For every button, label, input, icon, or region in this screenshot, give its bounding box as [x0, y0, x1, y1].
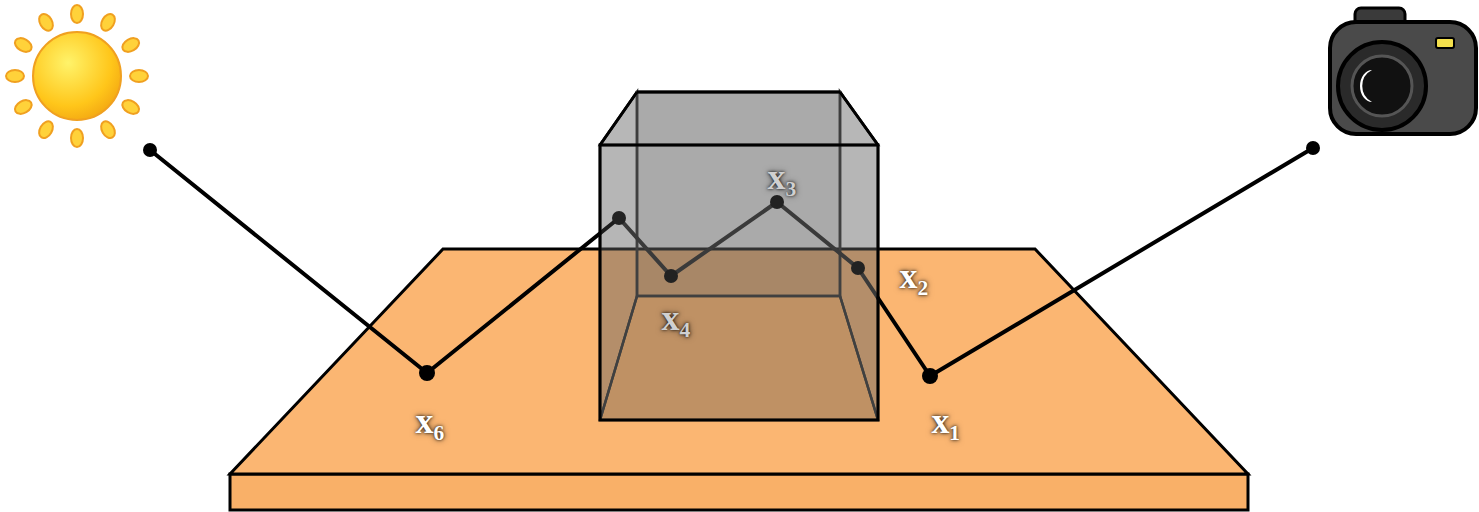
cube-edge — [840, 92, 878, 145]
vertex-dot — [143, 143, 157, 157]
vertex-dot — [922, 368, 938, 384]
camera-flash — [1436, 38, 1454, 48]
lens-glint — [1360, 70, 1372, 102]
cube-front-face — [600, 145, 878, 420]
vertex-label: x₄ — [662, 300, 691, 336]
sun-ray — [13, 97, 35, 116]
sun-ray — [36, 119, 55, 141]
sun-ray — [120, 97, 142, 116]
vertex-label: x₁ — [932, 403, 961, 439]
vertex-dot — [612, 211, 626, 225]
glass-cube — [600, 92, 878, 420]
sun-ray — [71, 129, 83, 147]
path-segment — [150, 150, 619, 373]
sun-ray — [98, 12, 117, 34]
vertex-label: x₆ — [416, 403, 445, 439]
camera-lens-inner — [1352, 56, 1412, 116]
vertex-label: x₃ — [768, 159, 797, 195]
camera-icon — [1330, 8, 1476, 134]
sun-ray — [130, 70, 148, 82]
cube-top-face — [600, 92, 878, 145]
vertex-dot — [1306, 141, 1320, 155]
sun-ray — [71, 5, 83, 23]
path-vertices — [143, 141, 1320, 384]
cube-edge — [600, 92, 637, 145]
table-front — [230, 474, 1248, 510]
sun-ray — [6, 70, 24, 82]
camera-lens — [1338, 42, 1426, 130]
sun-ray — [98, 119, 117, 141]
vertex-label: x₂ — [900, 258, 929, 294]
sun-ray — [36, 12, 55, 34]
vertex-dot — [851, 261, 865, 275]
vertex-dot — [664, 269, 678, 283]
cube-edge — [637, 91, 840, 94]
sun-disc — [33, 32, 121, 120]
vertex-dot — [770, 195, 784, 209]
vertex-dot — [419, 365, 435, 381]
sun-ray — [120, 35, 142, 54]
camera-body — [1330, 22, 1476, 134]
sun-icon — [6, 5, 148, 147]
sun-ray — [13, 35, 35, 54]
path-segment — [878, 148, 1313, 376]
